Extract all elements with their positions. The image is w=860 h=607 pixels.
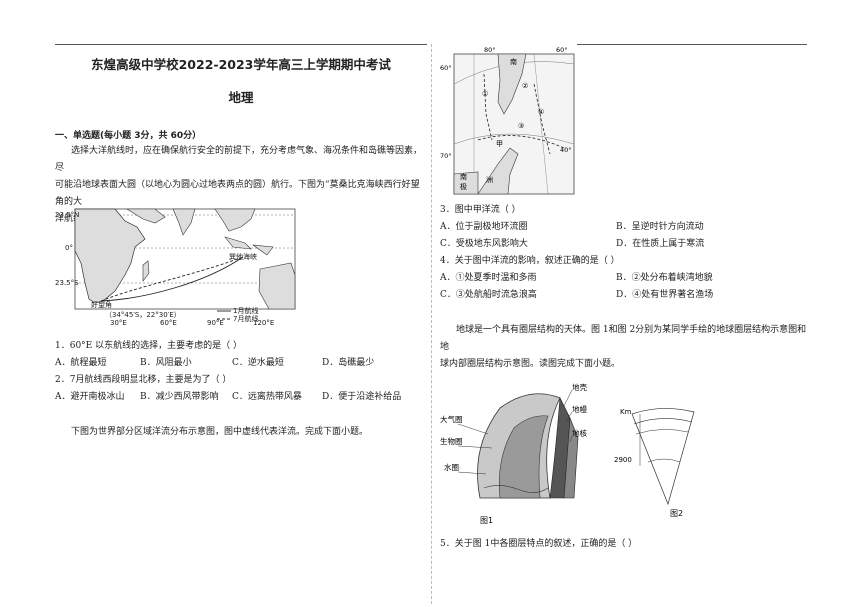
q1-stem: 1．60°E 以东航线的选择，主要考虑的是（ ） bbox=[55, 341, 242, 351]
q4-stem: 4．关于图中洋流的影响，叙述正确的是（ ） bbox=[440, 256, 620, 266]
q5-stem: 5．关于图 1中各圈层特点的叙述，正确的是（ ） bbox=[440, 539, 638, 549]
q4-options-row2: C．③处航船时流急浪高 D．④处有世界著名渔场 bbox=[440, 287, 810, 304]
core-label: 地核 bbox=[572, 428, 587, 438]
q4-option-c[interactable]: C．③处航船时流急浪高 bbox=[440, 290, 537, 300]
marker-1: ① bbox=[482, 90, 488, 98]
antarctica-label-1: 南 bbox=[460, 172, 467, 181]
atmosphere-label: 大气圈 bbox=[440, 414, 463, 424]
exam-title: 东煌高级中学校2022-2023学年高三上学期期中考试 bbox=[91, 57, 391, 72]
antarctica-label-3: 洲 bbox=[486, 176, 493, 184]
legend-jul: 7月航线 bbox=[233, 314, 258, 323]
crust-label: 地壳 bbox=[572, 382, 587, 392]
top-continent-label: 南 bbox=[510, 57, 517, 66]
hydrosphere-label: 水圈 bbox=[444, 462, 459, 472]
cape-coord-label: （34°45′S，22°30′E） bbox=[105, 311, 181, 319]
intro2-line1: 下图为世界部分区域洋流分布示意图，图中虚线代表洋流。完成下面小题。 bbox=[71, 427, 369, 437]
q3-option-d[interactable]: D．在性质上属于寒流 bbox=[616, 239, 705, 249]
marker-2: ② bbox=[522, 82, 528, 90]
strait-label: 巽他海峡 bbox=[229, 252, 257, 261]
ocean-current-map: 80° 60° 60° 70° 40° 南 南 极 洲 ① ② ③ ④ 甲 bbox=[440, 46, 575, 195]
q1-option-c[interactable]: C．逆水最短 bbox=[232, 358, 284, 368]
lon-90-label: 90°E bbox=[207, 319, 224, 327]
lon-60-label: 60°E bbox=[160, 319, 177, 327]
depth-2900-label: 2900 bbox=[614, 456, 632, 464]
lon60-label: 60° bbox=[556, 46, 568, 54]
section-heading: 一、单选题(每小题 3分，共 60分） bbox=[55, 131, 202, 141]
intro1-line2: 可能沿地球表面大圆（以地心为圆心过地表两点的圆）航行。下图为“莫桑比克海峡西行好… bbox=[55, 180, 420, 207]
intro3-line1: 地球是一个具有圈层结构的天体。图 1和图 2分别为某同学手绘的地球圈层结构示意图… bbox=[440, 325, 807, 352]
mantle-label: 地幔 bbox=[572, 404, 587, 414]
top-rule-left bbox=[55, 44, 427, 45]
ocean-route-map: 23.5°N 0° 23.5°S 30°E 60°E 90°E 120°E 好望… bbox=[55, 208, 296, 327]
intro3-line2: 球内部圈层结构示意图。读图完成下面小题。 bbox=[440, 359, 621, 369]
lat-23n-label: 23.5°N bbox=[55, 211, 79, 219]
figure1-earth-spheres: 大气圈 生物圈 水圈 地壳 地幔 地核 图1 bbox=[440, 382, 587, 525]
intro1-line1: 选择大洋航线时，应在确保航行安全的前提下，充分考虑气象、海况条件和岛礁等因素，尽 bbox=[55, 146, 423, 173]
figure2-earth-interior: Km 2900 图2 bbox=[614, 408, 695, 518]
lon-120-label: 120°E bbox=[253, 319, 274, 327]
current-jia-label: 甲 bbox=[496, 140, 503, 148]
legend-jan: 1月航线 bbox=[233, 306, 258, 315]
q4-options-row1: A．①处夏季时温和多雨 B．②处分布着峡湾地貌 bbox=[440, 270, 810, 287]
q2-options: A．避开南极冰山 B．减少西风带影响 C．远离热带风暴 D．便于沿途补给品 bbox=[55, 389, 427, 406]
lon40-label: 40° bbox=[560, 146, 572, 154]
q2-stem: 2．7月航线西段明显北移，主要是为了（ ） bbox=[55, 375, 232, 385]
marker-3: ③ bbox=[518, 122, 524, 130]
right-questions-top: 3．图中甲洋流（ ） A．位于副极地环流圈 B．呈逆时针方向流动 C．受极地东风… bbox=[440, 202, 810, 373]
lat-0-label: 0° bbox=[65, 244, 73, 252]
antarctica-label-2: 极 bbox=[460, 182, 467, 191]
q2-option-d[interactable]: D．便于沿途补给品 bbox=[322, 392, 402, 402]
q1-option-b[interactable]: B．风阻最小 bbox=[140, 358, 192, 368]
q3-option-b[interactable]: B．呈逆时针方向流动 bbox=[616, 222, 704, 232]
q4-option-b[interactable]: B．②处分布着峡湾地貌 bbox=[616, 273, 713, 283]
q3-options-row1: A．位于副极地环流圈 B．呈逆时针方向流动 bbox=[440, 219, 810, 236]
q4-option-d[interactable]: D．④处有世界著名渔场 bbox=[616, 290, 714, 300]
q2-option-a[interactable]: A．避开南极冰山 bbox=[55, 392, 125, 402]
lon80-label: 80° bbox=[484, 46, 496, 54]
q3-option-a[interactable]: A．位于副极地环流圈 bbox=[440, 222, 528, 232]
q1-option-d[interactable]: D．岛礁最少 bbox=[322, 358, 375, 368]
column-divider bbox=[431, 44, 432, 604]
lat70-label: 70° bbox=[440, 152, 452, 160]
q3-option-c[interactable]: C．受极地东风影响大 bbox=[440, 239, 528, 249]
q1-options: A．航程最短 B．风阻最小 C．逆水最短 D．岛礁最少 bbox=[55, 355, 427, 372]
cape-label: 好望角 bbox=[91, 300, 112, 309]
marker-4: ④ bbox=[538, 108, 544, 116]
q3-stem: 3．图中甲洋流（ ） bbox=[440, 205, 521, 215]
top-rule-right bbox=[577, 44, 807, 45]
left-column: 东煌高级中学校2022-2023学年高三上学期期中考试 地理 一、单选题(每小题… bbox=[55, 50, 427, 228]
biosphere-label: 生物圈 bbox=[440, 436, 463, 446]
figure2-caption: 图2 bbox=[670, 509, 683, 518]
left-questions: 1．60°E 以东航线的选择，主要考虑的是（ ） A．航程最短 B．风阻最小 C… bbox=[55, 338, 427, 441]
right-questions-bottom: 5．关于图 1中各圈层特点的叙述，正确的是（ ） bbox=[440, 536, 810, 553]
figure1-caption: 图1 bbox=[480, 516, 493, 525]
q2-option-b[interactable]: B．减少西风带影响 bbox=[140, 392, 219, 402]
km-unit-label: Km bbox=[620, 408, 632, 416]
q3-options-row2: C．受极地东风影响大 D．在性质上属于寒流 bbox=[440, 236, 810, 253]
lat60-label: 60° bbox=[440, 64, 452, 72]
lon-30-label: 30°E bbox=[110, 319, 127, 327]
lat-23s-label: 23.5°S bbox=[55, 279, 79, 287]
q4-option-a[interactable]: A．①处夏季时温和多雨 bbox=[440, 273, 537, 283]
q1-option-a[interactable]: A．航程最短 bbox=[55, 358, 107, 368]
q2-option-c[interactable]: C．远离热带风暴 bbox=[232, 392, 302, 402]
exam-subject: 地理 bbox=[228, 90, 254, 105]
